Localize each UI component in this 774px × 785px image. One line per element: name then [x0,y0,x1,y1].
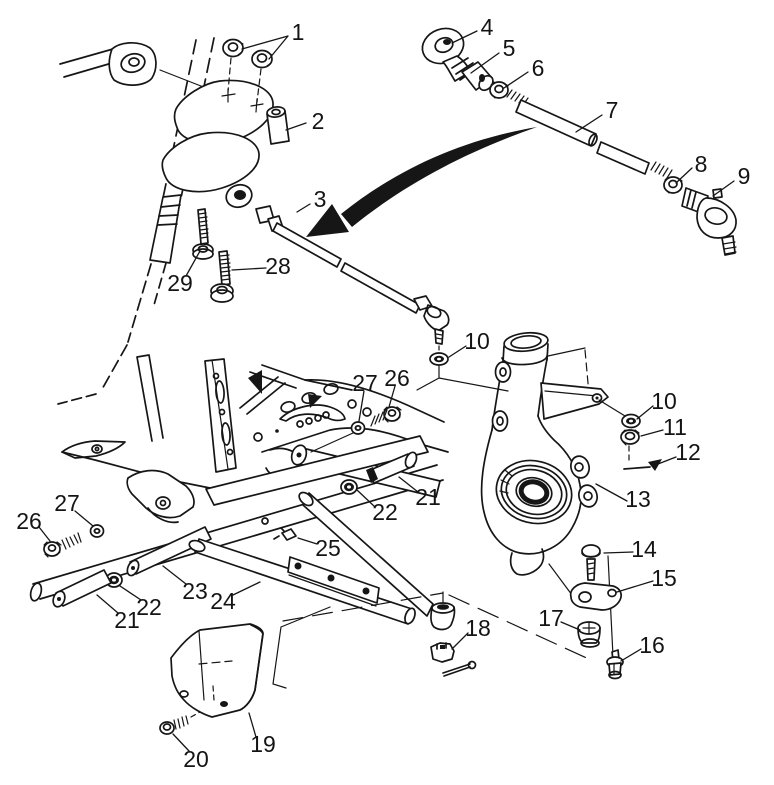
bolt-part-29 [192,208,214,260]
callout-29: 29 [167,270,193,296]
steering-mount-bracket [161,57,290,193]
callout-27t: 27 [352,370,378,396]
callout-15: 15 [651,565,677,591]
leader-lines [38,30,735,752]
flange-nuts-part-1 [222,38,273,69]
bolt-part-28 [210,250,234,303]
callout-21a: 21 [415,484,441,510]
callout-1: 1 [292,19,305,45]
callout-23: 23 [182,578,208,604]
callout-12a: 12 [675,439,701,465]
callout-14: 14 [631,536,657,562]
callout-27b: 27 [54,490,80,516]
callout-6: 6 [532,55,545,81]
callout-22b: 22 [136,594,162,620]
callout-28: 28 [265,253,291,279]
guard-bolt-part-20 [159,711,201,735]
callout-3: 3 [314,186,327,212]
a-arm-guard [159,623,264,735]
callout-2: 2 [312,108,325,134]
callout-5: 5 [503,35,516,61]
callout-19: 19 [250,731,276,757]
callout-22a: 22 [372,499,398,525]
callout-10b: 10 [651,388,677,414]
callout-24: 24 [210,588,236,614]
callout-26b: 26 [16,508,42,534]
callout-13: 13 [625,486,651,512]
tie-rod-end-part-9 [681,187,737,256]
pivot-bolt-tube-upper [310,406,418,495]
steering-knuckle [480,331,609,596]
steering-post [57,37,253,405]
bushing-part-2 [266,106,290,145]
direction-arrow [306,127,537,237]
callout-18: 18 [465,615,491,641]
ball-joint-hardware [569,544,624,680]
callout-9: 9 [738,163,751,189]
callout-labels: 1 2 3 4 5 6 7 8 9 10 10 11 12 13 14 15 1… [16,14,750,772]
callout-10a: 10 [464,328,490,354]
a-arm-assembly [43,491,592,689]
callout-7: 7 [606,97,619,123]
tie-rod-end-assembly [421,27,737,256]
tie-rod-part-3 [225,183,509,392]
callout-11: 11 [663,414,687,440]
callout-21b: 21 [114,607,140,633]
callout-16: 16 [639,632,665,658]
callout-17: 17 [538,605,564,631]
callout-20: 20 [183,746,209,772]
callout-26t: 26 [384,365,410,391]
callout-8: 8 [695,151,708,177]
callout-25: 25 [315,535,341,561]
washer-nut-pin-stack [598,399,651,470]
callout-4: 4 [481,14,494,40]
